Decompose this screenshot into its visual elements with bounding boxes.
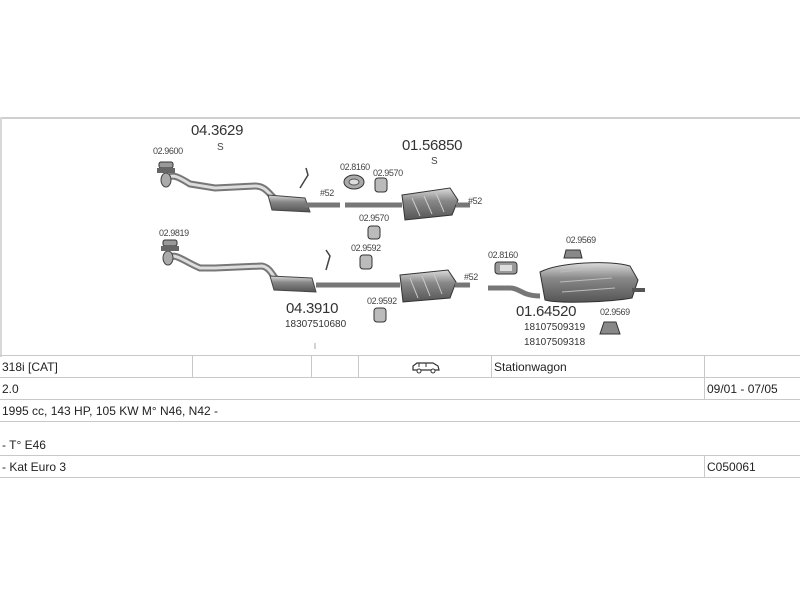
hanger-02-9569-b <box>599 321 621 335</box>
ring-02-8160-top <box>343 174 365 190</box>
body-type-cell: Stationwagon <box>491 355 705 378</box>
exhaust-system-drawing <box>157 161 645 349</box>
part-01-64520-oem1: 18107509319 <box>524 322 586 333</box>
part-02-8160-top: 02.8160 <box>340 162 370 172</box>
part-04-3629-s: S <box>217 142 224 153</box>
code-cell: C050061 <box>704 455 800 478</box>
part-02-9570-a: 02.9570 <box>373 168 403 178</box>
ring-02-8160-bottom <box>494 261 518 275</box>
info-row-spec: 1995 cc, 143 HP, 105 KW M° N46, N42 - <box>0 399 800 422</box>
part-01-56850-s: S <box>431 156 438 167</box>
rear-muffler <box>488 262 645 303</box>
part-52-b: #52 <box>468 196 482 206</box>
part-02-9569-a: 02.9569 <box>566 235 596 245</box>
years-cell: 09/01 - 07/05 <box>704 377 800 400</box>
hanger-02-9570-b <box>367 225 381 240</box>
part-04-3629: 04.3629 <box>191 122 244 139</box>
info-row-blank <box>0 421 800 434</box>
part-01-64520: 01.64520 <box>516 303 577 320</box>
part-02-9569-b: 02.9569 <box>600 307 630 317</box>
part-52-a: #52 <box>320 188 334 198</box>
type-cell: - T° E46 <box>0 434 800 456</box>
info-row-emission: - Kat Euro 3 C050061 <box>0 455 800 478</box>
clamp-02-9600 <box>157 161 175 173</box>
hanger-02-9570-a <box>374 177 388 193</box>
clamp-02-9819 <box>161 239 179 251</box>
middle-muffler-upper <box>345 187 470 221</box>
info-row-type: - T° E46 <box>0 434 800 456</box>
part-02-9600: 02.9600 <box>153 146 183 156</box>
model-cell: 318i [CAT] <box>0 355 193 378</box>
part-02-8160-bottom: 02.8160 <box>488 250 518 260</box>
stationwagon-car-icon <box>412 362 440 374</box>
hanger-02-9592-a <box>359 254 373 270</box>
hanger-02-9592-b <box>373 307 387 323</box>
body-icon-cell <box>358 355 492 378</box>
part-02-9570-b: 02.9570 <box>359 213 389 223</box>
spec-cell: 1995 cc, 143 HP, 105 KW M° N46, N42 - <box>0 399 800 422</box>
emission-cell: - Kat Euro 3 <box>0 455 705 478</box>
top-frame-line <box>0 117 800 119</box>
info-row-model: 318i [CAT] Stationwagon <box>0 355 800 378</box>
part-04-3910: 04.3910 <box>286 300 339 317</box>
front-pipe-upper <box>160 167 340 213</box>
part-01-64520-oem2: 18107509318 <box>524 337 586 348</box>
part-02-9819: 02.9819 <box>159 228 189 238</box>
part-01-56850: 01.56850 <box>402 137 463 154</box>
front-pipe-lower <box>162 249 400 293</box>
middle-muffler-lower <box>399 269 470 303</box>
info-row-engine: 2.0 09/01 - 07/05 <box>0 377 800 400</box>
vehicle-info-table: 318i [CAT] Stationwagon 2.0 09/01 - 07/0… <box>0 355 800 478</box>
hanger-02-9569-a <box>563 249 583 259</box>
part-02-9592-b: 02.9592 <box>367 296 397 306</box>
part-04-3910-oem: 18307510680 <box>285 319 347 330</box>
engine-cell: 2.0 <box>0 377 705 400</box>
left-frame-line <box>0 117 2 357</box>
part-52-c: #52 <box>464 272 478 282</box>
part-02-9592-a: 02.9592 <box>351 243 381 253</box>
